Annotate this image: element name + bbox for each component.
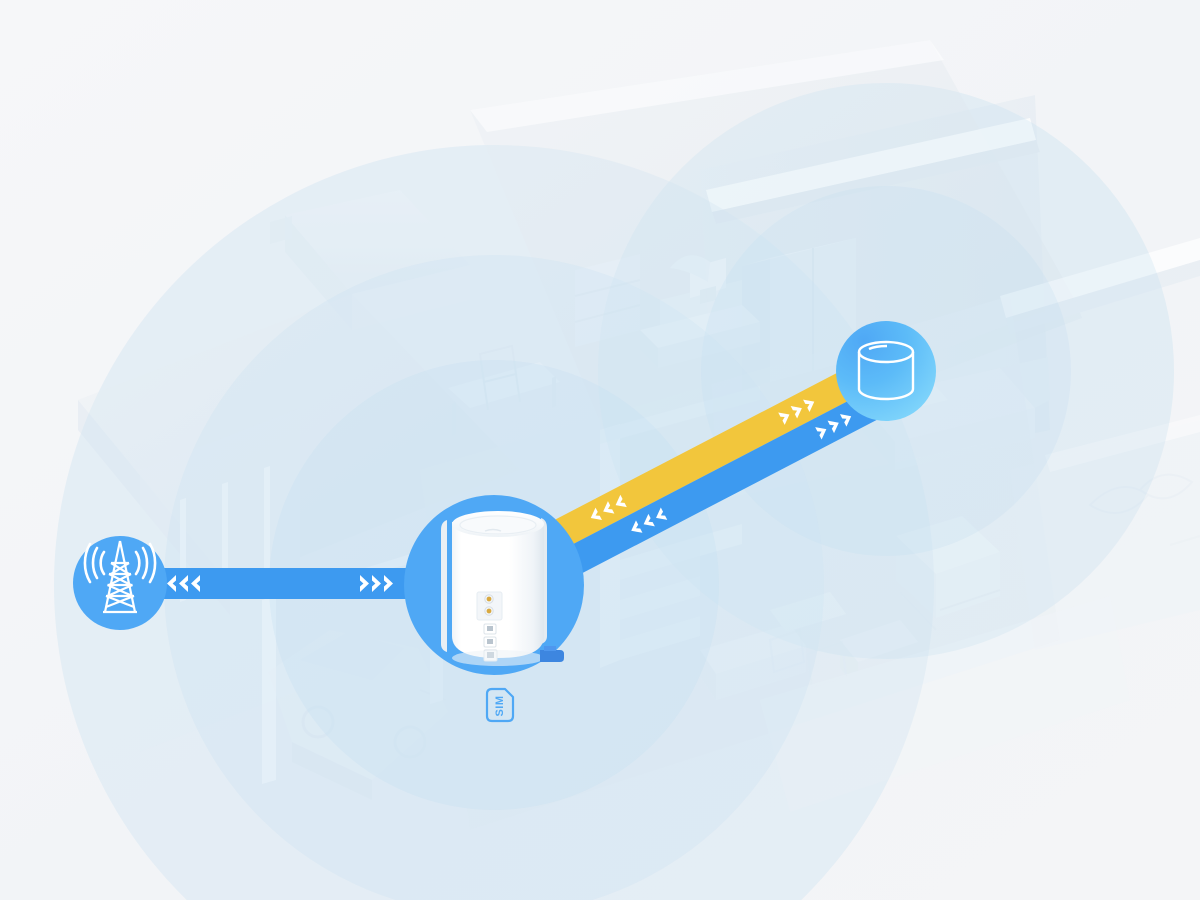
terrace-section	[1010, 415, 1200, 650]
mesh-node-circle	[836, 321, 936, 421]
cell-tower-circle	[73, 536, 167, 630]
bookshelf	[574, 254, 641, 347]
port-panel	[476, 591, 503, 621]
storage-boxes	[896, 516, 1001, 631]
backhaul-band-blue	[568, 384, 895, 574]
node-gateway-router[interactable]	[404, 495, 584, 675]
cell-tower-icon	[83, 542, 157, 584]
backhaul-band-yellow	[542, 363, 869, 553]
ground-floor	[420, 296, 1060, 830]
desk-setup	[640, 255, 760, 368]
backhaul-yellow-arrows-left	[590, 494, 627, 521]
5g-router-icon	[441, 511, 547, 666]
stairs	[620, 524, 742, 660]
sim-slot-indicator[interactable]: SIM	[484, 686, 516, 724]
node-mesh-satellite[interactable]	[836, 321, 936, 421]
car	[268, 630, 448, 800]
living-furniture	[700, 592, 918, 700]
node-cell-tower[interactable]	[73, 536, 167, 630]
wan-arrows-right	[360, 575, 393, 592]
mesh-node-icon	[857, 340, 915, 401]
router-body	[452, 520, 544, 658]
sim-label: SIM	[494, 695, 506, 716]
backhaul-blue-arrows-left	[631, 507, 668, 533]
backhaul-blue-arrows-right	[815, 414, 852, 440]
wan-arrows-left	[167, 575, 200, 592]
gable-roof	[285, 190, 470, 294]
cell-tower-mast	[103, 540, 137, 614]
dining-set	[448, 344, 560, 436]
link-mesh-backhaul[interactable]	[542, 357, 895, 579]
ethernet-cable	[495, 646, 564, 662]
sim-card-icon: SIM	[485, 687, 515, 723]
ethernet-port-2	[483, 636, 497, 648]
ethernet-port-1	[483, 623, 497, 635]
backhaul-yellow-arrows-right	[778, 399, 815, 425]
